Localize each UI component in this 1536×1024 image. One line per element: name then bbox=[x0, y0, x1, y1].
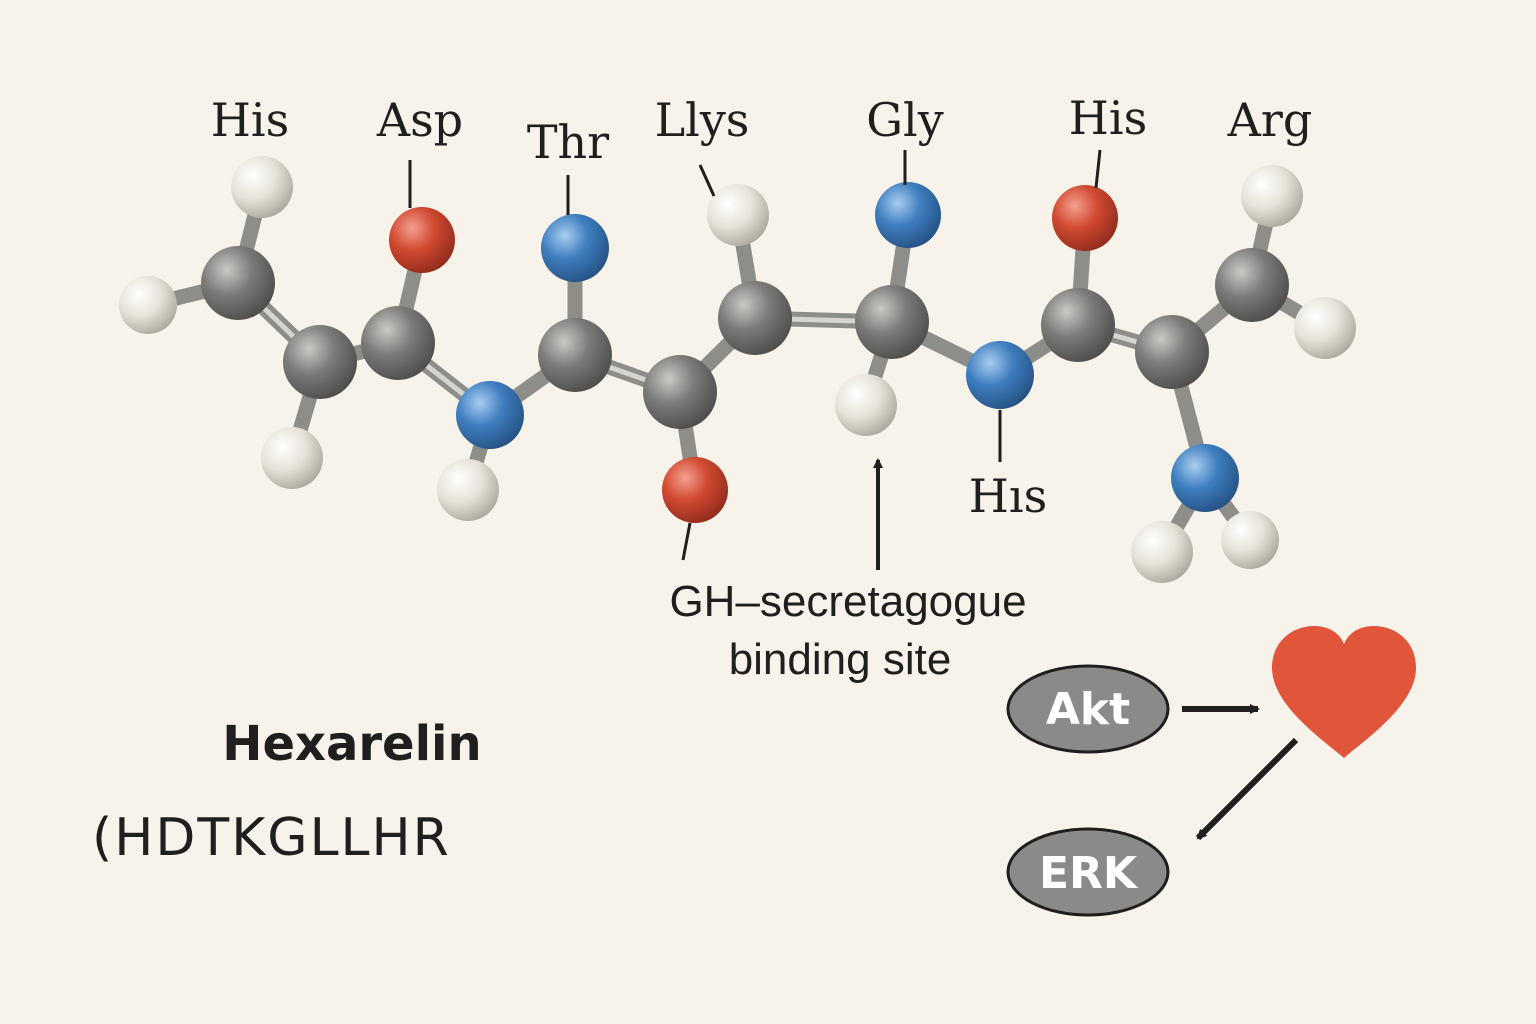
oxygen-atom bbox=[389, 207, 455, 273]
carbon-atom bbox=[538, 318, 612, 392]
nitrogen-atom bbox=[966, 341, 1034, 409]
hydrogen-atom bbox=[1131, 521, 1193, 583]
peptide-name: Hexarelin bbox=[222, 716, 481, 772]
leader-line bbox=[681, 522, 692, 561]
leader-line bbox=[1094, 149, 1102, 189]
residue-label-his-1: His bbox=[211, 93, 289, 147]
residue-label-arg: Arg bbox=[1227, 93, 1313, 147]
hydrogen-atom bbox=[437, 459, 499, 521]
hydrogen-atom bbox=[1221, 511, 1279, 569]
erk-node-label: ERK bbox=[1039, 848, 1139, 899]
akt-node-label: Akt bbox=[1046, 684, 1130, 735]
oxygen-atom bbox=[662, 457, 728, 523]
residue-label-asp: Asp bbox=[376, 93, 463, 147]
nitrogen-atom bbox=[456, 381, 524, 449]
residue-label-his-lower: Hıs bbox=[969, 469, 1047, 523]
signaling-pathway: Akt ERK bbox=[1006, 626, 1416, 917]
binding-site-label-line1: GH–secretagogue bbox=[669, 577, 1026, 626]
hydrogen-atom bbox=[119, 276, 177, 334]
carbon-atom bbox=[361, 306, 435, 380]
heart-to-erk-arrow bbox=[1195, 737, 1299, 841]
hydrogen-atom bbox=[835, 374, 897, 436]
hydrogen-atom bbox=[1241, 165, 1303, 227]
residue-labels: His Asp Thr Llys Gly His Arg Hıs bbox=[211, 91, 1313, 523]
carbon-atom bbox=[1215, 248, 1289, 322]
residue-label-llys: Llys bbox=[655, 93, 750, 147]
nitrogen-atom bbox=[1171, 444, 1239, 512]
residue-label-his-2: His bbox=[1069, 91, 1147, 145]
carbon-atom bbox=[643, 355, 717, 429]
akt-node bbox=[1006, 664, 1170, 754]
peptide-sequence: (HDTKGLLHR bbox=[92, 808, 451, 868]
carbon-atom bbox=[201, 246, 275, 320]
hydrogen-atom bbox=[1294, 297, 1356, 359]
carbon-atom bbox=[1041, 288, 1115, 362]
hydrogen-atom bbox=[707, 184, 769, 246]
residue-label-thr: Thr bbox=[527, 115, 609, 169]
hydrogen-atom bbox=[261, 427, 323, 489]
leader-line bbox=[698, 164, 716, 197]
carbon-atom bbox=[855, 285, 929, 359]
carbon-atom bbox=[718, 281, 792, 355]
heart-icon bbox=[1272, 626, 1416, 758]
carbon-atom bbox=[1135, 315, 1209, 389]
oxygen-atom bbox=[1052, 185, 1118, 251]
nitrogen-atom bbox=[875, 182, 941, 248]
binding-site-label-line2: binding site bbox=[729, 635, 952, 684]
erk-node bbox=[1006, 827, 1170, 917]
residue-label-gly: Gly bbox=[866, 93, 943, 147]
carbon-atom bbox=[283, 325, 357, 399]
atoms bbox=[119, 156, 1356, 583]
nitrogen-atom bbox=[541, 214, 609, 282]
leader-lines bbox=[408, 149, 1102, 561]
hydrogen-atom bbox=[231, 156, 293, 218]
